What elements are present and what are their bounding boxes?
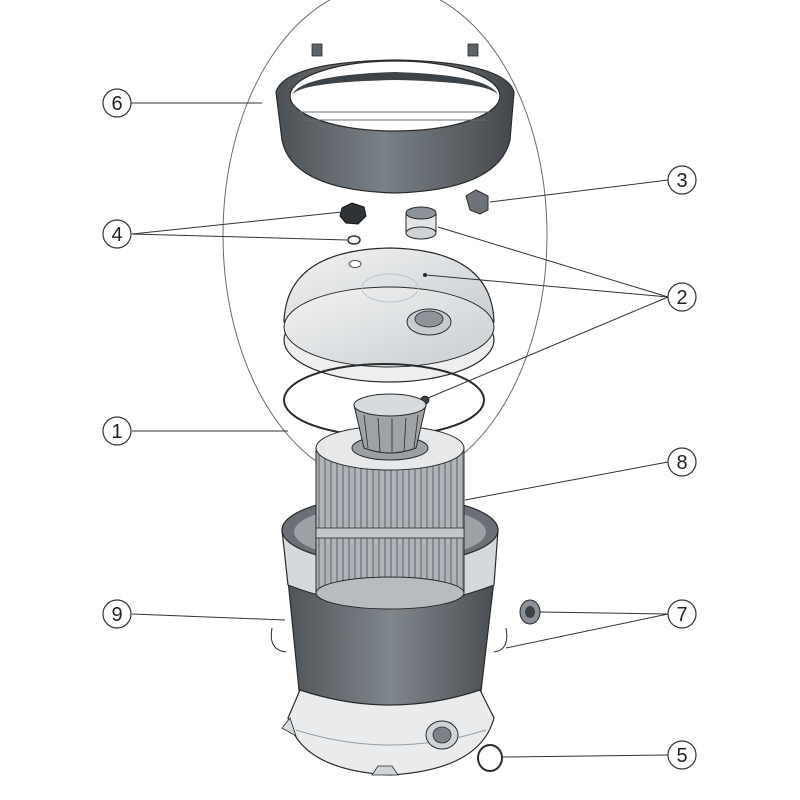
callout-label: 1 (111, 421, 122, 443)
callout-label: 2 (676, 287, 687, 309)
leader-3 (489, 179, 669, 203)
callout-1: 1 (102, 416, 132, 446)
leader-4b (131, 233, 348, 241)
leader-7b (505, 613, 669, 649)
callout-label: 6 (111, 93, 122, 115)
callout-label: 4 (111, 224, 122, 246)
callout-2: 2 (667, 282, 697, 312)
callout-4: 4 (102, 219, 132, 249)
callout-label: 7 (676, 604, 687, 626)
leader-4a (131, 211, 343, 235)
leader-8 (464, 461, 669, 501)
valve-cap (405, 206, 437, 240)
leader-2a (437, 226, 669, 298)
callout-label: 9 (111, 604, 122, 626)
callout-8: 8 (667, 447, 697, 477)
union-fitting (519, 599, 541, 625)
callout-9: 9 (102, 599, 132, 629)
leader-5 (502, 754, 669, 758)
callout-3: 3 (667, 165, 697, 195)
filter-lid (283, 247, 495, 383)
leader-7a (539, 611, 669, 615)
leader-2b (425, 274, 669, 298)
leader-2c (427, 296, 669, 399)
callout-label: 3 (676, 170, 687, 192)
center-strainer (353, 393, 427, 454)
small-o-ring (347, 235, 361, 245)
filter-base (281, 689, 495, 776)
callout-label: 5 (676, 745, 687, 767)
callout-label: 8 (676, 452, 687, 474)
bleed-knob (339, 202, 367, 225)
base-o-ring (477, 744, 503, 772)
locking-ring (275, 43, 515, 194)
callout-6: 6 (102, 88, 132, 118)
leader-9 (131, 613, 286, 621)
callout-5: 5 (667, 740, 697, 770)
callout-7: 7 (667, 599, 697, 629)
clip-part (465, 189, 489, 215)
